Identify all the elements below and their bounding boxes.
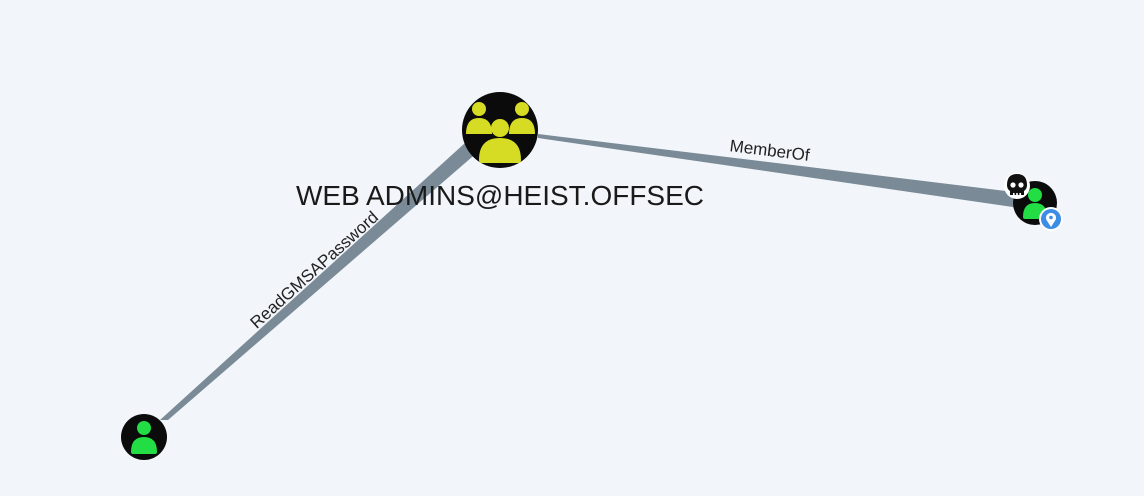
edge-readgmsapassword-label: ReadGMSAPassword <box>247 208 383 333</box>
edge-memberof-line[interactable] <box>538 134 1022 208</box>
edge-memberof[interactable]: MemberOf <box>538 134 1022 208</box>
user-node-target[interactable] <box>1004 173 1063 231</box>
group-node[interactable]: WEB ADMINS@HEIST.OFFSEC <box>296 92 704 211</box>
group-icon <box>466 102 535 163</box>
user-node-source[interactable] <box>121 414 167 460</box>
skull-icon <box>1004 173 1030 199</box>
location-pin-icon <box>1039 207 1063 231</box>
edge-readgmsapassword-line[interactable] <box>160 143 479 420</box>
user-icon <box>131 421 157 454</box>
group-node-label: WEB ADMINS@HEIST.OFFSEC <box>296 180 704 211</box>
